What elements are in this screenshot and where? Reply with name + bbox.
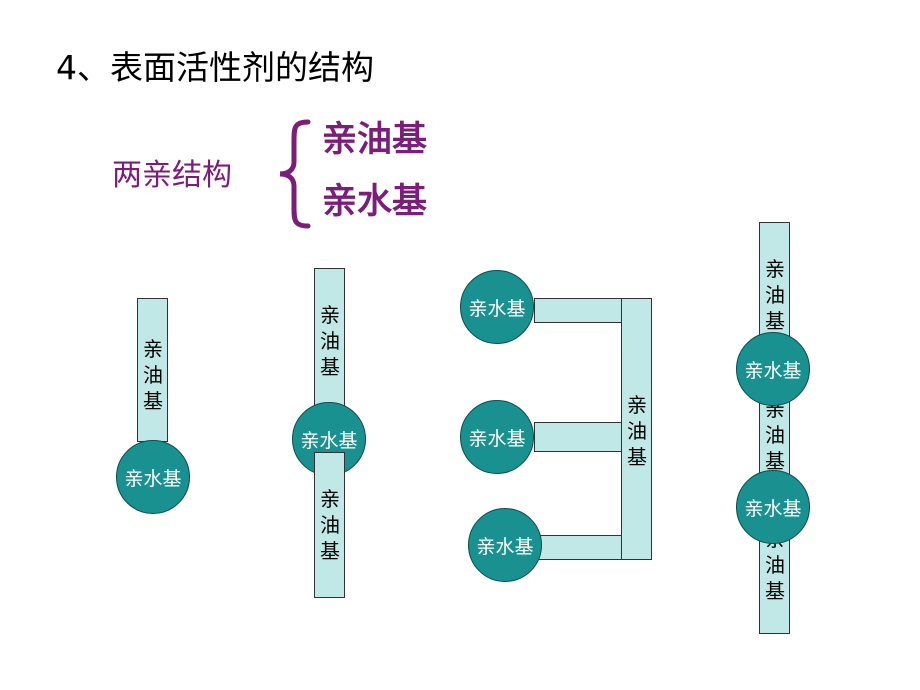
hydrophilic-head-lower: 亲水基 [736,470,810,544]
lipophilic-tail-label: 亲油基 [138,336,168,414]
lipophilic-tail-rod-upper [314,268,345,416]
head-label-text: 亲水基 [744,359,802,382]
hydrophilic-head-upper: 亲水基 [736,332,810,406]
lipophilic-branch-top [534,298,624,323]
head-label-text: 亲水基 [744,497,802,520]
tail-label-text: 亲油基 [627,393,647,469]
lipophilic-label-top: 亲油基 [760,256,790,334]
lipophilic-tail-label-upper: 亲油基 [315,302,345,380]
head-label-text: 亲水基 [468,297,526,320]
hydrophilic-head-top: 亲水基 [460,270,534,344]
hydrophilic-head-middle: 亲水基 [460,400,534,474]
lipophilic-branch-bottom [534,535,624,560]
lipophilic-tail-label-lower: 亲油基 [315,486,345,564]
lipophilic-tail-rod [137,298,168,442]
head-label-text: 亲水基 [300,429,358,452]
curly-brace-icon [279,119,311,229]
hydrophilic-head-bottom: 亲水基 [468,508,542,582]
tail-label-text: 亲油基 [143,337,163,413]
lipophilic-option: 亲油基 [322,120,428,160]
slide-title: 4、表面活性剂的结构 [56,48,374,87]
lipophilic-label-middle: 亲油基 [760,396,790,474]
lipophilic-long-rod [759,222,790,634]
tail-label-text: 亲油基 [765,257,785,333]
tail-label-text: 亲油基 [320,487,340,563]
head-label-text: 亲水基 [124,467,182,490]
lipophilic-backbone-label: 亲油基 [622,392,652,470]
lipophilic-branch-middle [534,422,624,452]
head-label-text: 亲水基 [468,427,526,450]
lipophilic-backbone-rod [621,298,652,560]
head-label-text: 亲水基 [476,535,534,558]
hydrophilic-head: 亲水基 [116,440,190,514]
amphiphilic-structure-label: 两亲结构 [112,158,232,193]
lipophilic-tail-rod-lower [314,452,345,598]
hydrophilic-option: 亲水基 [322,182,428,222]
tail-label-text: 亲油基 [765,397,785,473]
tail-label-text: 亲油基 [320,303,340,379]
